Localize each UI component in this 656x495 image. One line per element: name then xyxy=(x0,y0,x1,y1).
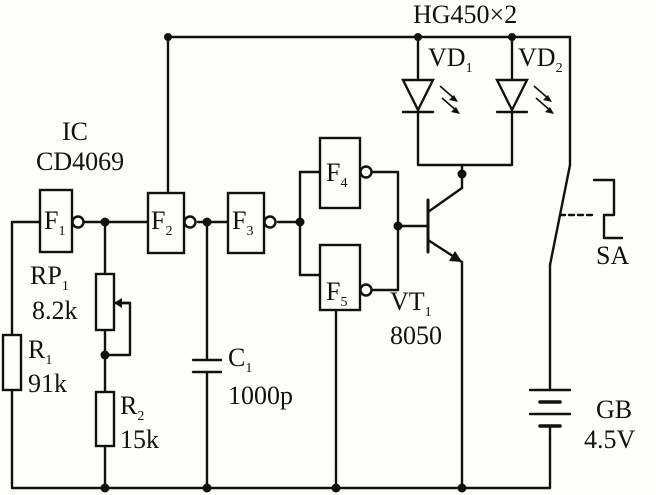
gate-f1-label: F1 xyxy=(44,206,65,239)
resistor-r1-body xyxy=(1,333,23,392)
gate-f2-label: F2 xyxy=(151,206,172,239)
gate-f1-bubble xyxy=(71,215,85,229)
rp1-label: RP1 xyxy=(30,261,69,294)
junction-dot xyxy=(202,217,212,227)
gate-f1: F1 xyxy=(38,188,85,254)
gb-value: 4.5V xyxy=(584,425,636,454)
potentiometer-rp1-body xyxy=(94,272,116,332)
led-vd1-triangle xyxy=(401,78,435,113)
led-cathode-wire xyxy=(416,110,514,167)
transistor-vt1-collector xyxy=(426,186,464,214)
junction-dot xyxy=(164,33,172,41)
led-vd1-light-icon xyxy=(439,85,460,114)
junctions xyxy=(100,33,516,493)
sa-label: SA xyxy=(596,241,629,270)
gate-f2: F2 xyxy=(146,191,197,255)
gate-f5-body xyxy=(318,243,362,312)
gate-f5-label: F5 xyxy=(326,277,347,310)
led-vd2-light-icon xyxy=(533,85,554,114)
junction-dot xyxy=(414,33,422,41)
gate-f2-bubble xyxy=(183,215,197,229)
switch-sa-actuator xyxy=(592,178,624,240)
junction-dot xyxy=(331,483,341,493)
vd2-label: VD2 xyxy=(518,43,563,76)
potentiometer-rp1-arrow-icon xyxy=(114,298,122,308)
led-vd2-triangle xyxy=(495,78,529,113)
c1-value: 1000p xyxy=(228,381,293,410)
switch-sa xyxy=(548,163,624,267)
transistor-vt1 xyxy=(426,186,464,264)
junction-dot xyxy=(100,483,110,493)
c1-label: C1 xyxy=(228,343,252,376)
vt1-part: 8050 xyxy=(390,321,442,350)
led-vd1 xyxy=(401,78,460,114)
r2-label: R2 xyxy=(120,391,144,424)
junction-dot xyxy=(295,217,305,227)
ic-part-label: CD4069 xyxy=(36,147,124,176)
gate-f3-bubble xyxy=(263,215,277,229)
battery-gb xyxy=(528,388,572,440)
capacitor-c1 xyxy=(191,358,223,374)
gate-f2-body xyxy=(146,191,186,255)
gate-f4-label: F4 xyxy=(326,158,347,191)
gate-f3-label: F3 xyxy=(232,206,253,239)
r2-value: 15k xyxy=(120,425,159,454)
gate-output-wire xyxy=(370,170,400,292)
r1-value: 91k xyxy=(28,369,67,398)
ic-label: IC xyxy=(62,117,88,146)
gate-f5-bubble xyxy=(359,283,373,297)
bottom-rail-wire xyxy=(10,388,464,490)
vt1-label: VT1 xyxy=(390,287,432,320)
junction-dot xyxy=(457,169,467,179)
transistor-vt1-emitter-arrow-icon xyxy=(449,251,462,262)
junction-dot xyxy=(100,217,110,227)
gate-f4: F4 xyxy=(318,136,373,210)
led-vd2 xyxy=(495,78,554,114)
led-part-label: HG450×2 xyxy=(413,0,517,29)
junction-dot xyxy=(202,483,212,493)
resistor-r1 xyxy=(1,333,23,392)
vd1-label: VD1 xyxy=(428,43,473,76)
rp1-value: 8.2k xyxy=(32,296,78,325)
gate-f3: F3 xyxy=(226,191,277,255)
junction-dot xyxy=(393,221,403,231)
resistor-r2 xyxy=(94,390,116,448)
resistor-r2-body xyxy=(94,390,116,448)
gate-f4-bubble xyxy=(359,165,373,179)
r1-label: R1 xyxy=(28,335,52,368)
potentiometer-rp1 xyxy=(94,272,132,332)
gb-label: GB xyxy=(596,395,632,424)
junction-dot xyxy=(457,483,467,493)
battery-bottom-wire xyxy=(460,436,552,490)
top-rail-wire xyxy=(166,35,572,167)
gate-f5: F5 xyxy=(318,243,373,312)
junction-dot xyxy=(100,350,110,360)
f1-input-wire xyxy=(10,220,42,337)
junction-dot xyxy=(508,33,516,41)
